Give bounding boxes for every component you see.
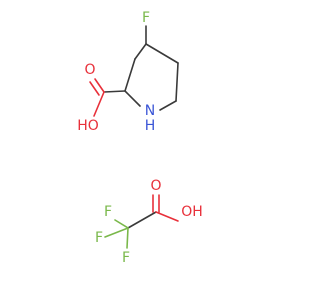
bond-cooh-oh [93, 91, 105, 117]
atom-fluorine-1: F [104, 204, 112, 220]
bond-cf-bottom [126, 227, 129, 249]
atom-fluorine-3: F [122, 250, 130, 266]
structure-diagram: F O HO N H O OH F F F [77, 10, 203, 266]
atom-nitrogen-hydrogen: H [145, 118, 156, 134]
atom-nitrogen: N [145, 103, 155, 119]
atom-carbonyl-oxygen: O [84, 62, 95, 78]
bond-n-c2 [124, 90, 141, 107]
atom-hydroxyl-oxygen: HO [77, 118, 99, 134]
molecule-fluoroproline: F O HO N H [77, 10, 179, 134]
bond-cf3-ccarboxyl [127, 211, 157, 229]
bond-cf-left [104, 227, 129, 238]
bond-tfa-oh [155, 211, 179, 222]
bond-cooh-double-b [89, 81, 100, 96]
molecule-trifluoroacetic-acid: O OH F F F [95, 178, 203, 266]
bond-c3-c4 [145, 43, 179, 64]
atom-fluorine: F [142, 10, 150, 26]
atom-tfa-carbonyl-oxygen: O [150, 178, 161, 194]
atom-fluorine-2: F [95, 230, 103, 246]
bond-c5-n [159, 100, 177, 111]
bond-c3-link [134, 43, 147, 60]
bond-cooh-double-a [94, 78, 105, 93]
bond-cf-top [114, 219, 129, 229]
chemical-structure-canvas: F O HO N H O OH F F F [77, 10, 203, 266]
bond-c2-c3 [124, 58, 136, 92]
atom-tfa-hydroxyl: OH [181, 204, 203, 220]
bond-c2-ccarboxyl [103, 90, 126, 93]
bond-c4-c5 [175, 62, 179, 102]
